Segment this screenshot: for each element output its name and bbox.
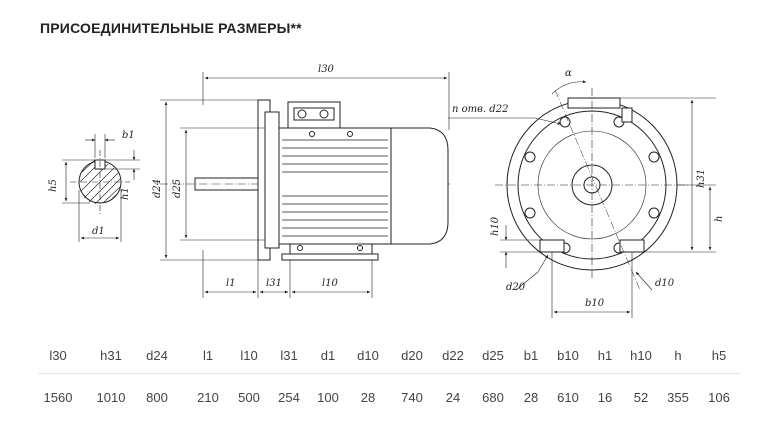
table-cell: 355: [667, 390, 689, 405]
table-cell: 28: [523, 390, 539, 405]
label-h: h: [714, 216, 725, 222]
label-alpha: α: [565, 68, 572, 79]
label-d1: d1: [92, 226, 105, 237]
table-header: d25: [482, 348, 504, 363]
table-cell: 106: [708, 390, 730, 405]
table-header: d24: [146, 348, 168, 363]
table-header: l31: [280, 348, 298, 363]
table-cell: 16: [597, 390, 613, 405]
table-cell: 680: [482, 390, 504, 405]
table-header: d10: [357, 348, 379, 363]
table-divider: [38, 373, 741, 374]
label-l30: l30: [318, 64, 335, 75]
table-cell: 254: [278, 390, 300, 405]
table-header: d1: [320, 348, 336, 363]
table-cell: 740: [401, 390, 423, 405]
table-header: h10: [630, 348, 652, 363]
label-d24: d24: [152, 179, 163, 198]
label-d20: d20: [506, 282, 526, 293]
table-header: h31: [100, 348, 122, 363]
label-holes: n отв. d22: [452, 104, 508, 115]
table-cell: 100: [317, 390, 339, 405]
table-cell: 800: [146, 390, 168, 405]
table-header: l30: [49, 348, 67, 363]
table-cell: 210: [197, 390, 219, 405]
table-row: 1560 1010 800 210 500 254 100 28 740 24 …: [30, 380, 745, 410]
shaft-section: [62, 134, 140, 242]
table-header: l1: [202, 348, 214, 363]
table-cell: 500: [238, 390, 260, 405]
label-b10: b10: [585, 298, 605, 309]
label-d10: d10: [655, 278, 675, 289]
table-cell: 610: [557, 390, 579, 405]
side-dimensions: [160, 72, 450, 298]
page-title: ПРИСОЕДИНИТЕЛЬНЫЕ РАЗМЕРЫ**: [40, 20, 302, 36]
label-d25: d25: [172, 179, 183, 198]
table-cell: 1560: [43, 390, 73, 405]
table-header: h: [674, 348, 682, 363]
motor-side-view: [160, 99, 450, 261]
table-cell: 52: [633, 390, 649, 405]
table-header-row: l30 h31 d24 l1 l10 l31 d1 d10 d20 d22 d2…: [30, 338, 745, 368]
front-dimensions: [448, 80, 716, 318]
table-header: b1: [523, 348, 539, 363]
motor-drawing: b1 h5 h1 d1: [48, 64, 725, 318]
table-header: l10: [240, 348, 258, 363]
table-header: b10: [557, 348, 579, 363]
table-cell: 24: [445, 390, 461, 405]
table-header: d20: [401, 348, 423, 363]
label-l31: l31: [266, 278, 282, 289]
label-h5: h5: [48, 179, 59, 192]
label-h31: h31: [696, 169, 707, 188]
label-h10: h10: [490, 216, 501, 236]
label-l1: l1: [226, 278, 236, 289]
table-cell: 28: [360, 390, 376, 405]
table-cell: 1010: [96, 390, 126, 405]
label-b1: b1: [122, 130, 135, 141]
label-h1: h1: [120, 187, 131, 200]
table-header: h1: [597, 348, 613, 363]
motor-front-view: [495, 88, 690, 291]
table-header: d22: [442, 348, 464, 363]
table-header: h5: [711, 348, 727, 363]
dimensions-table: l30 h31 d24 l1 l10 l31 d1 d10 d20 d22 d2…: [30, 338, 745, 410]
label-l10: l10: [322, 278, 339, 289]
